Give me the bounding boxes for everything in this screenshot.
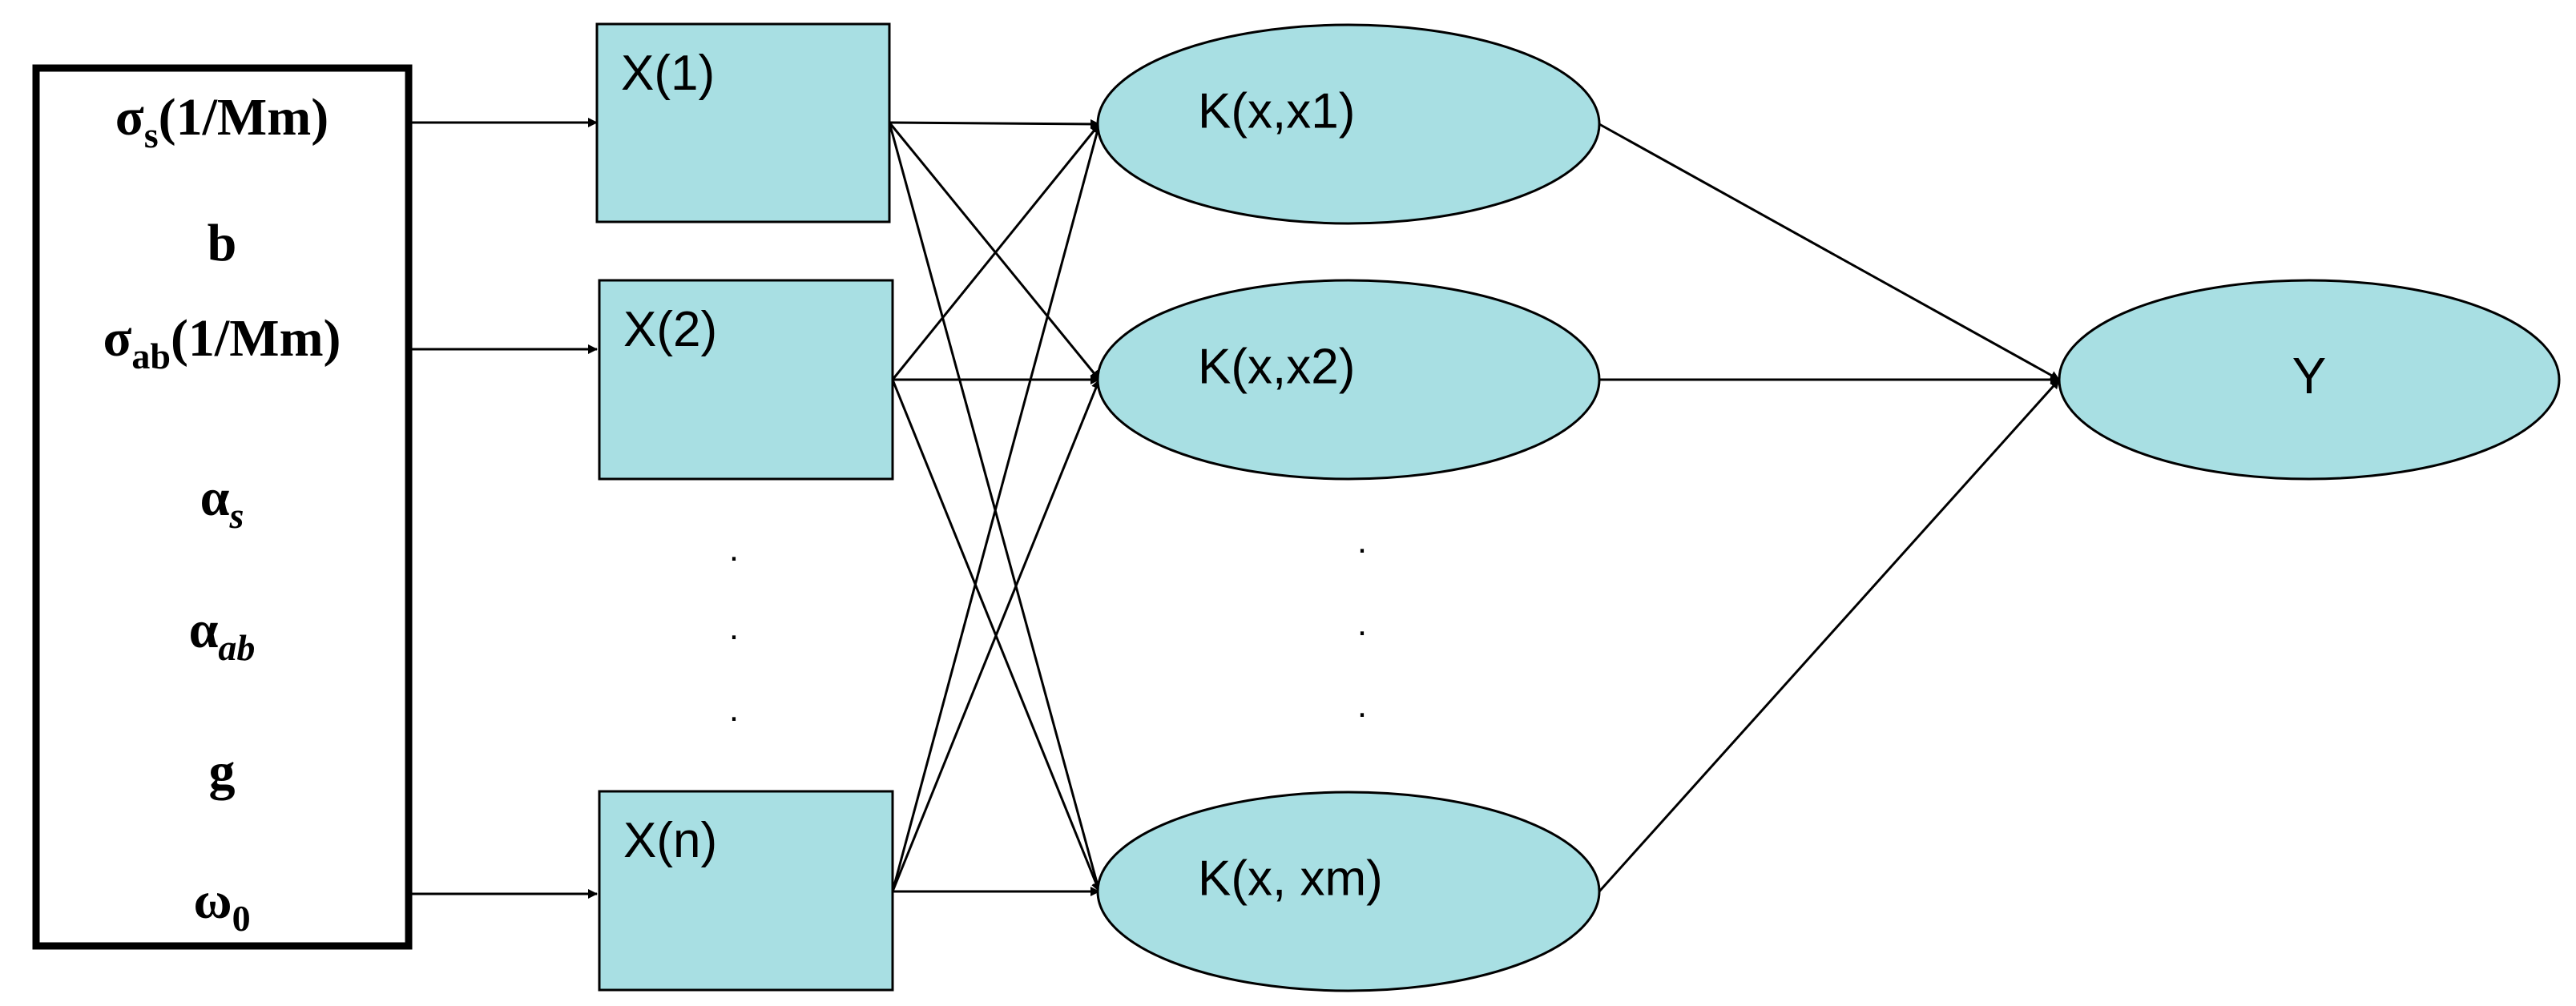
feature-label: σab(1/Mm) (103, 309, 341, 376)
input-node: X(1) (595, 22, 891, 223)
input-features-list: σs(1/Mm) b σab(1/Mm) αs αab g ω0 (103, 88, 341, 939)
input-node: X(n) (598, 790, 894, 992)
kernel-to-output-arrow (1598, 378, 2061, 893)
output-node-label: Y (2292, 347, 2327, 404)
edges-layer (409, 118, 2061, 899)
output-node: Y (2058, 279, 2561, 481)
feature-label: αs (200, 469, 244, 536)
kernel-nodes-layer: K(x,x1) K(x,x2) K(x, xm) (1096, 23, 1601, 992)
kernel-nodes-ellipsis: . . . (1357, 521, 1367, 725)
kernel-node: K(x, xm) (1096, 791, 1601, 992)
input-node: X(2) (598, 279, 894, 481)
kernel-node: K(x,x1) (1096, 23, 1601, 225)
input-to-kernel-arrow (889, 119, 1100, 129)
feature-label: σs(1/Mm) (115, 88, 329, 155)
feature-label: ω0 (193, 871, 250, 939)
kernel-to-output-arrow (1598, 123, 2060, 381)
feature-label: g (209, 742, 236, 801)
input-to-kernel-arrow (888, 122, 1102, 892)
kernel-node-label: K(x, xm) (1198, 851, 1383, 906)
input-nodes-ellipsis: . . . (729, 529, 739, 729)
input-nodes-layer: X(1) X(2) X(n) (595, 22, 894, 992)
kernel-node-shape (1096, 279, 1601, 481)
input-to-kernel-arrow (891, 123, 1102, 892)
input-node-box (598, 790, 894, 992)
output-node-shape (2058, 279, 2561, 481)
feature-label: b (208, 214, 237, 272)
ellipsis-dot: . (729, 529, 739, 569)
ellipsis-dot: . (1357, 604, 1367, 643)
ellipsis-dot: . (729, 608, 739, 647)
input-to-kernel-arrow (891, 123, 1101, 380)
kernel-node-shape (1096, 791, 1601, 992)
kernel-node-shape (1096, 23, 1601, 225)
kernel-node-label: K(x,x2) (1198, 339, 1355, 394)
input-to-kernel-arrow (888, 122, 1101, 380)
kernel-node-label: K(x,x1) (1198, 83, 1355, 139)
input-node-box (595, 22, 891, 223)
ellipsis-dot: . (1357, 521, 1367, 561)
input-features-panel (32, 64, 413, 950)
kernel-node: K(x,x2) (1096, 279, 1601, 481)
ellipsis-dot: . (729, 690, 739, 729)
input-node-label: X(n) (623, 813, 717, 868)
input-node-label: X(1) (621, 46, 715, 101)
feature-label: αab (189, 601, 256, 668)
ellipsis-dot: . (1357, 686, 1367, 725)
input-node-label: X(2) (623, 302, 717, 357)
input-node-box (598, 279, 894, 481)
input-to-kernel-arrow (891, 379, 1101, 892)
